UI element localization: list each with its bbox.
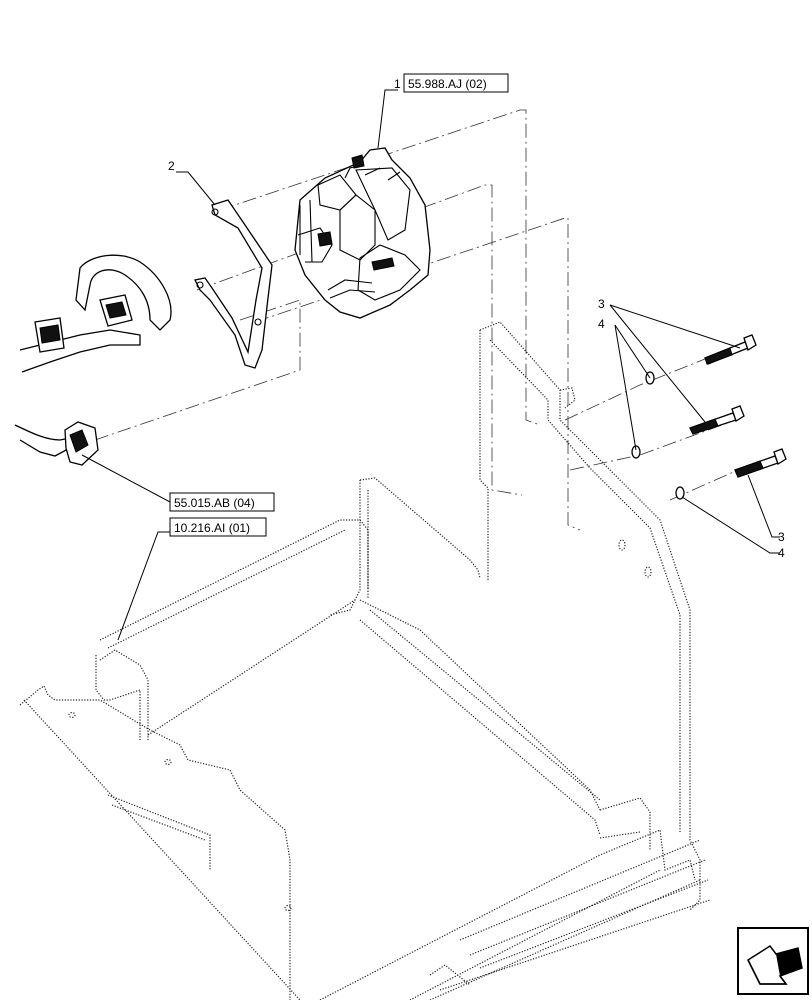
callout-3-top: 3: [598, 297, 605, 311]
reference-blower-text[interactable]: 55.988.AJ (02): [408, 77, 487, 91]
cab-frame-structure: [19, 321, 711, 1000]
wire-harness: [14, 254, 172, 466]
leader-lines: [81, 89, 780, 641]
reference-frame-text[interactable]: 10.216.AI (01): [174, 521, 250, 535]
reference-harness-text[interactable]: 55.015.AB (04): [174, 496, 255, 510]
alignment-lines: [94, 109, 746, 531]
reference-box-harness[interactable]: 55.015.AB (04): [169, 492, 275, 512]
callout-1: 1: [394, 77, 401, 91]
callout-4-top: 4: [598, 317, 605, 331]
blower-motor-assembly: [294, 147, 431, 319]
hardware-bolts-washers: [631, 334, 787, 500]
previous-page-arrow-icon[interactable]: [737, 927, 809, 995]
callout-4-bottom: 4: [778, 546, 785, 560]
reference-box-blower[interactable]: 55.988.AJ (02): [403, 73, 509, 93]
reference-box-frame[interactable]: 10.216.AI (01): [169, 517, 267, 537]
callout-2: 2: [168, 159, 175, 173]
mounting-bracket: [194, 199, 273, 369]
callout-3-bottom: 3: [778, 530, 785, 544]
